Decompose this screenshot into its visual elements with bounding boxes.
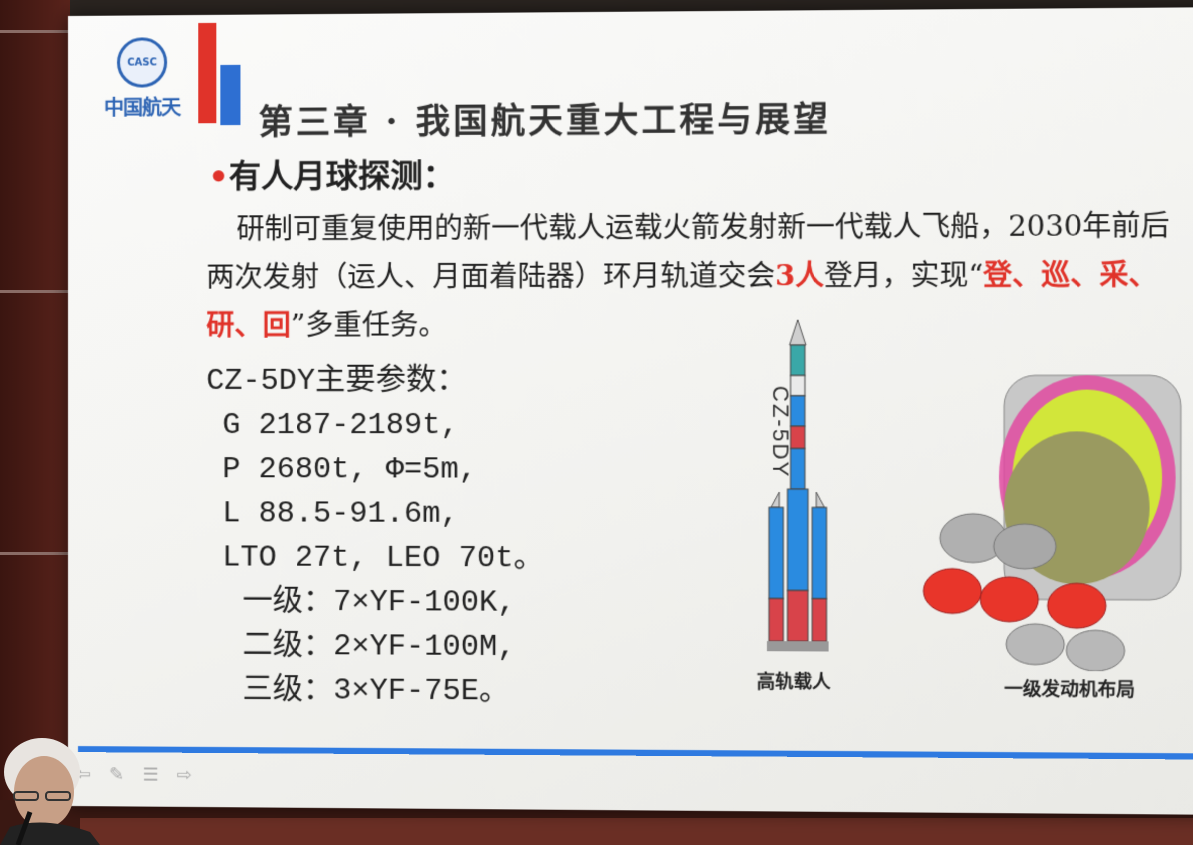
stage-row: 三级：3×YF-75E。 xyxy=(242,673,510,710)
engine-caption: 一级发动机布局 xyxy=(1004,678,1136,701)
body-paragraph: 研制可重复使用的新一代载人运载火箭发射新一代载人飞船，2030年前后两次发射（运… xyxy=(206,202,1189,350)
para-highlight-crew: 3人 xyxy=(775,258,824,293)
next-arrow-icon[interactable]: ⇨ xyxy=(176,764,192,786)
stage-row: 一级：7×YF-100K, xyxy=(242,585,516,621)
wall-trim xyxy=(0,290,80,293)
para-text-3: ”多重任务。 xyxy=(290,308,447,342)
heading-text: 有人月球探测： xyxy=(228,156,456,196)
param-row: G 2187-2189t, xyxy=(222,408,459,444)
rocket-caption: 高轨载人 xyxy=(756,671,831,694)
projection-screen: CASC 中国航天 第三章 · 我国航天重大工程与展望 •有人月球探测： 研制可… xyxy=(68,7,1193,815)
engine-layout-illustration xyxy=(911,365,1191,672)
param-row: LTO 27t, LEO 70t。 xyxy=(222,541,545,577)
wall-trim xyxy=(0,30,80,33)
stage-row: 二级：2×YF-100M, xyxy=(242,629,516,666)
rocket-label: CZ-5DY xyxy=(767,385,794,479)
casc-logo: CASC 中国航天 xyxy=(102,37,182,121)
params-title: CZ-5DY主要参数： xyxy=(206,364,467,399)
accent-bar-blue xyxy=(220,64,241,126)
table-edge xyxy=(80,818,1193,845)
logo-name: 中国航天 xyxy=(104,95,181,120)
parameter-list: CZ-5DY主要参数： G 2187-2189t, P 2680t, Φ=5m,… xyxy=(206,360,544,715)
slide-footer-line xyxy=(77,746,1193,760)
menu-icon[interactable]: ☰ xyxy=(142,764,159,786)
wall-trim xyxy=(0,552,80,555)
pen-icon[interactable]: ✎ xyxy=(109,764,125,786)
bullet-icon: • xyxy=(208,157,229,196)
param-row: P 2680t, Φ=5m, xyxy=(222,453,478,488)
section-heading: •有人月球探测： xyxy=(208,150,455,197)
accent-bar-red xyxy=(198,22,217,124)
rocket-illustration xyxy=(766,315,829,652)
casc-emblem-icon: CASC xyxy=(117,37,168,88)
slide-title: 第三章 · 我国航天重大工程与展望 xyxy=(258,99,832,144)
param-row: L 88.5-91.6m, xyxy=(222,497,459,532)
para-text-2: 登月，实现“ xyxy=(823,258,984,293)
speaker-person xyxy=(0,738,100,845)
